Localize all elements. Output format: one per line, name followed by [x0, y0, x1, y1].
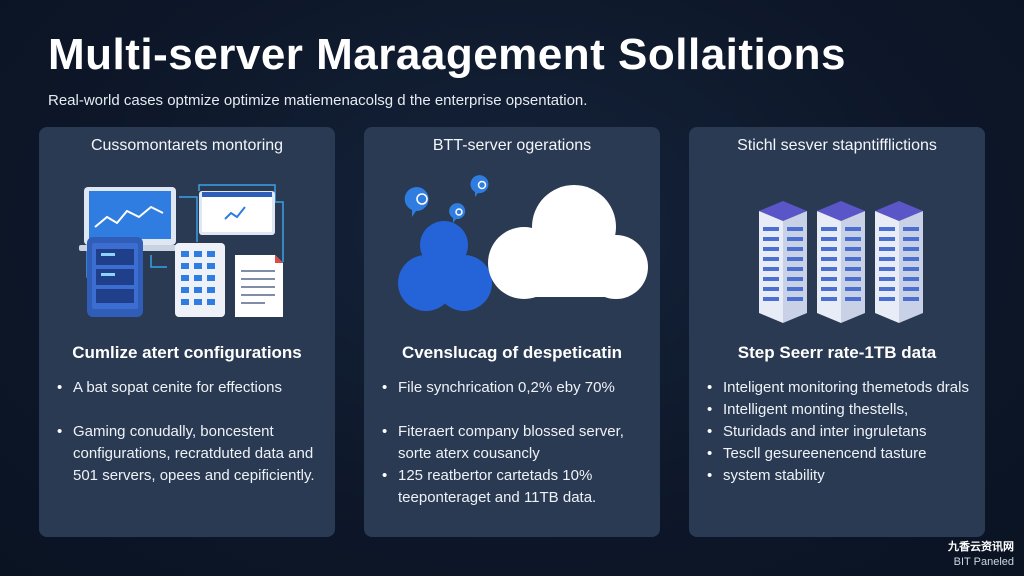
- card-heading: Cussomontarets montoring: [90, 137, 284, 154]
- list-item: system stability: [707, 465, 975, 487]
- list-item: Sturidads and inter ingruletans: [707, 421, 975, 443]
- monitoring-devices-icon: [79, 184, 284, 317]
- watermark-line1: 九香云资讯网: [948, 541, 1014, 553]
- card-subheading: Cvenslucag of despeticatin: [401, 343, 623, 362]
- bullet-list: File synchrication 0,2% eby 70% Fiteraer…: [382, 377, 650, 509]
- page-title: Multi-server Maraagement Sollaitions: [48, 30, 846, 79]
- bullet-list: Inteligent monitoring themetods drals In…: [707, 377, 975, 487]
- list-item: Gaming conudally, boncestent configurati…: [57, 421, 325, 487]
- bullet-list: A bat sopat cenite for effections Gaming…: [57, 377, 325, 487]
- list-item: Fiteraert company blossed server, sorte …: [382, 421, 650, 465]
- watermark: 九香云资讯网 BIT Paneled: [948, 540, 1014, 570]
- list-item: File synchrication 0,2% eby 70%: [382, 377, 650, 399]
- page-subtitle: Real-world cases optmize optimize matiem…: [48, 92, 588, 109]
- card-heading: Stichl sesver stapntifflictions: [737, 137, 937, 154]
- list-item: 125 reatbertor cartetads 10% teeponterag…: [382, 465, 650, 509]
- card-monitoring: Cussomontarets montoring: [39, 127, 335, 537]
- list-item: Inteligent monitoring themetods drals: [707, 377, 975, 399]
- card-subheading: Step Seerr rate-1TB data: [737, 343, 937, 362]
- list-item: Tescll gesureenencend tasture: [707, 443, 975, 465]
- watermark-line2: BIT Paneled: [953, 556, 1014, 568]
- list-item: Intelligent monting thestells,: [707, 399, 975, 421]
- list-item: A bat sopat cenite for effections: [57, 377, 325, 399]
- cloud-sync-icon: [398, 175, 648, 311]
- card-subheading: Cumlize atert configurations: [72, 343, 302, 362]
- server-racks-icon: [759, 201, 923, 323]
- card-heading: BTT-server ogerations: [432, 137, 592, 154]
- card-server-operations: BTT-server ogerations Cvenslucag of desp…: [364, 127, 660, 537]
- card-server-specifications: Stichl sesver stapntifflictions: [689, 127, 985, 537]
